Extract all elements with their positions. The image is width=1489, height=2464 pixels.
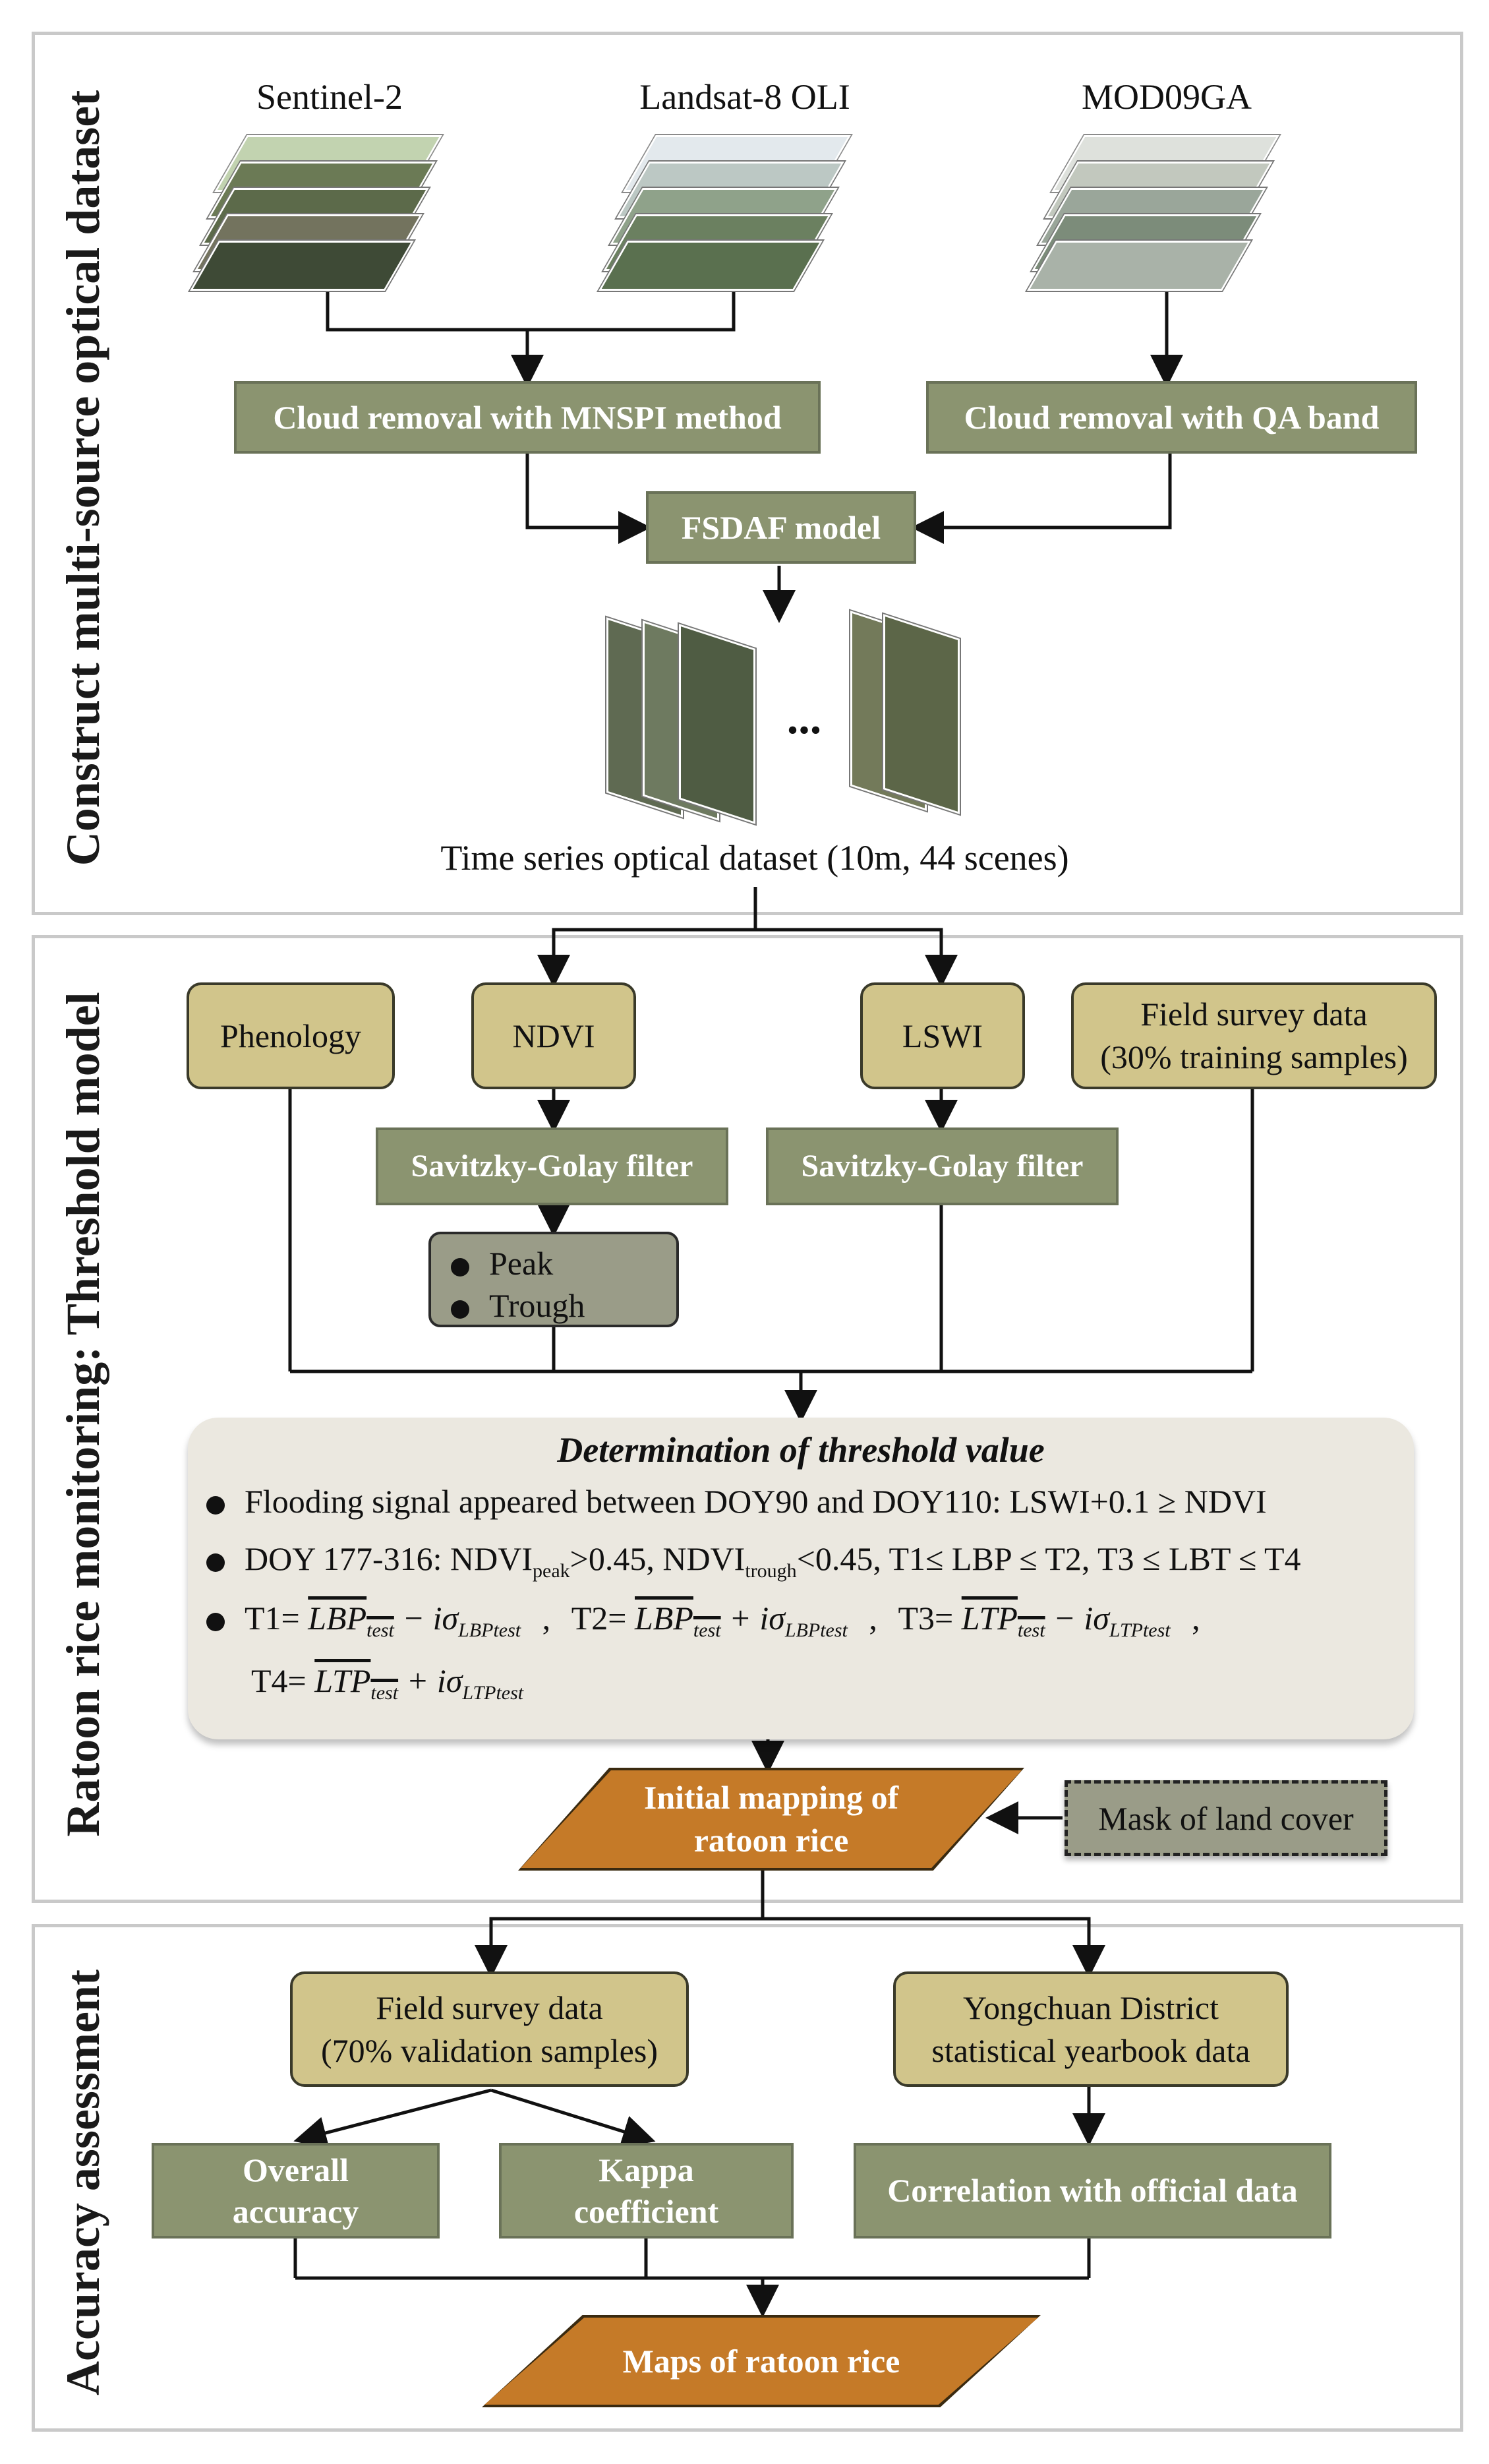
- field-survey-training-box: Field survey data (30% training samples): [1071, 982, 1437, 1089]
- kappa-coefficient-box: Kappa coefficient: [499, 2143, 794, 2239]
- ltp-mean: LTPtest: [314, 1662, 399, 1704]
- lbp-mean: LBPtest: [308, 1600, 394, 1641]
- lbp-mean: LBPtest: [635, 1600, 721, 1641]
- source-label-sentinel: Sentinel-2: [256, 77, 403, 117]
- correlation-box: Correlation with official data: [854, 2143, 1331, 2239]
- rule-flooding: Flooding signal appeared between DOY90 a…: [206, 1482, 1267, 1520]
- field-survey-training-line2: (30% training samples): [1100, 1038, 1408, 1075]
- ltp-mean: LTPtest: [961, 1600, 1045, 1641]
- yearbook-line1: Yongchuan District: [963, 1989, 1219, 2026]
- bullet-icon: [206, 1553, 225, 1572]
- initial-mapping-node: Initial mapping of ratoon rice: [518, 1768, 1024, 1871]
- yearbook-data-box: Yongchuan District statistical yearbook …: [893, 1971, 1289, 2087]
- bullet-icon: [206, 1495, 225, 1515]
- bullet-icon: [451, 1257, 469, 1277]
- initial-mapping-line2: ratoon rice: [693, 1822, 849, 1859]
- threshold-determination-box: Determination of threshold value Floodin…: [188, 1418, 1414, 1739]
- yearbook-line2: statistical yearbook data: [931, 2031, 1250, 2069]
- phenology-box: Phenology: [187, 982, 395, 1089]
- peak-trough-box: Peak Trough: [428, 1232, 679, 1327]
- peak-item: Peak: [451, 1242, 676, 1284]
- dataset-caption: Time series optical dataset (10m, 44 sce…: [440, 838, 1069, 878]
- rule-doy: DOY 177-316: NDVIpeak>0.45, NDVItrough<0…: [206, 1540, 1301, 1582]
- sg-filter-ndvi-box: Savitzky-Golay filter: [376, 1127, 728, 1205]
- rule-t4: T4= LTPtest + iσLTPtest: [251, 1662, 524, 1704]
- sigma-sub-ltp: LTPtest: [462, 1682, 524, 1704]
- overall-line1: Overall: [242, 2151, 349, 2188]
- field-survey-validation-box: Field survey data (70% validation sample…: [290, 1971, 689, 2087]
- sentinel-image-stack: [190, 135, 455, 291]
- bullet-icon: [451, 1300, 469, 1319]
- kappa-line2: coefficient: [573, 2192, 719, 2230]
- field-survey-training-line1: Field survey data: [1140, 996, 1368, 1033]
- overall-line2: accuracy: [232, 2192, 359, 2230]
- modis-image-stack: [1027, 135, 1292, 291]
- ellipsis: ...: [786, 693, 822, 744]
- field-validation-line2: (70% validation samples): [321, 2031, 658, 2069]
- sigma-sub-lbp: LBPtest: [458, 1619, 521, 1641]
- cloud-removal-qa-box: Cloud removal with QA band: [926, 381, 1417, 454]
- trough-item: Trough: [451, 1284, 676, 1327]
- kappa-line1: Kappa: [599, 2151, 694, 2188]
- fsdaf-model-box: FSDAF model: [646, 491, 916, 564]
- bullet-icon: [206, 1612, 225, 1631]
- maps-ratoon-rice-label: Maps of ratoon rice: [622, 2342, 900, 2380]
- rule-t-values: T1= LBPtest − iσLBPtest , T2= LBPtest + …: [206, 1599, 1200, 1642]
- maps-ratoon-rice-node: Maps of ratoon rice: [482, 2315, 1041, 2407]
- lswi-box: LSWI: [860, 982, 1025, 1089]
- landsat-image-stack: [599, 135, 863, 291]
- ndvi-box: NDVI: [471, 982, 636, 1089]
- mask-land-cover-box: Mask of land cover: [1065, 1780, 1387, 1856]
- source-label-modis: MOD09GA: [1081, 77, 1252, 117]
- overall-accuracy-box: Overall accuracy: [152, 2143, 440, 2239]
- cloud-removal-mnspi-box: Cloud removal with MNSPI method: [234, 381, 821, 454]
- threshold-title: Determination of threshold value: [557, 1430, 1045, 1470]
- sigma-sub-ltp: LTPtest: [1109, 1619, 1171, 1641]
- sg-filter-lswi-box: Savitzky-Golay filter: [766, 1127, 1119, 1205]
- field-validation-line1: Field survey data: [376, 1989, 603, 2026]
- initial-mapping-line1: Initial mapping of: [643, 1779, 899, 1816]
- source-label-landsat: Landsat-8 OLI: [639, 77, 850, 117]
- sigma-sub-lbp: LBPtest: [784, 1619, 848, 1641]
